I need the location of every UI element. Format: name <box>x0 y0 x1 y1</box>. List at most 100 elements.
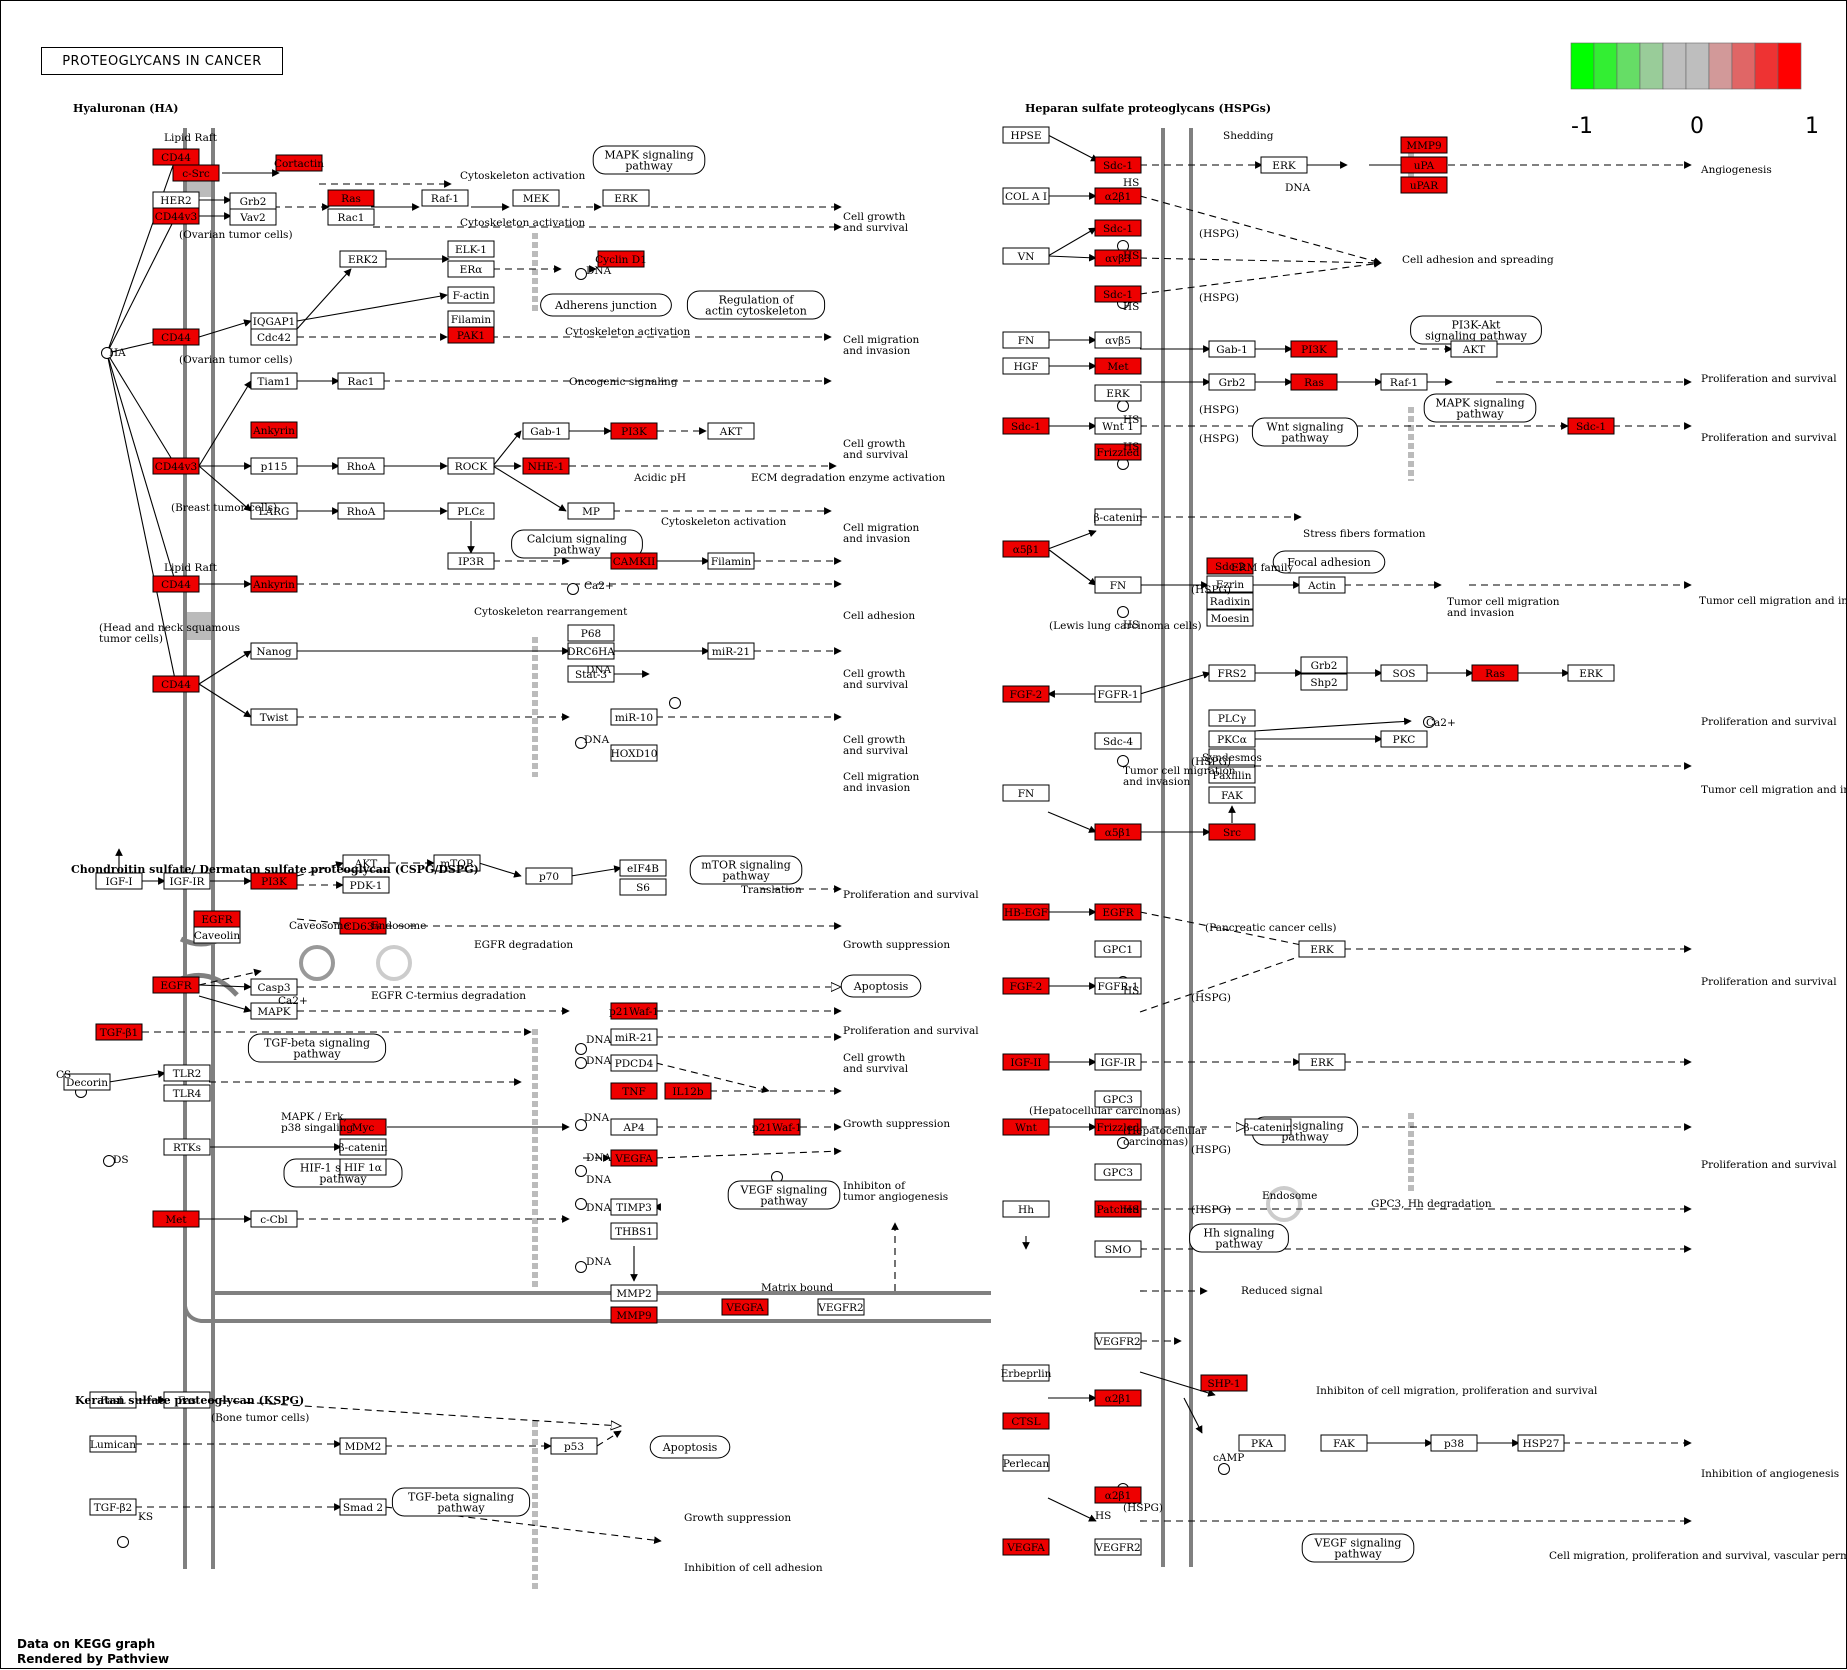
gene-node[interactable]: FN <box>1002 784 1050 802</box>
gene-node[interactable]: FGF-2 <box>1002 977 1050 995</box>
gene-node[interactable]: eIF4B <box>619 859 667 877</box>
gene-node[interactable]: P68 <box>567 624 615 642</box>
gene-node[interactable]: HOXD10 <box>610 744 658 762</box>
gene-node[interactable]: IL12b <box>664 1082 712 1100</box>
gene-node[interactable]: VEGFR2 <box>1094 1538 1142 1556</box>
pathway-link[interactable]: Focal adhesion <box>1272 550 1386 574</box>
gene-node[interactable]: PI3K <box>250 872 298 890</box>
gene-node[interactable]: Met <box>152 1210 200 1228</box>
gene-node[interactable]: Sdc-1 <box>1094 285 1142 303</box>
gene-node[interactable]: ERK <box>1298 940 1346 958</box>
gene-node[interactable]: TGF-β1 <box>95 1023 143 1041</box>
gene-node[interactable]: p70 <box>525 867 573 885</box>
gene-node[interactable]: Ras <box>327 189 375 207</box>
gene-node[interactable]: p38 <box>1430 1434 1478 1452</box>
gene-node[interactable]: Raf-1 <box>1380 373 1428 391</box>
gene-node[interactable]: PAK1 <box>447 326 495 344</box>
gene-node[interactable]: ELK-1 <box>447 240 495 258</box>
gene-node[interactable]: Gab-1 <box>522 422 570 440</box>
gene-node[interactable]: p21Waf-1 <box>609 1002 659 1020</box>
gene-node[interactable]: TLR2 <box>163 1064 211 1082</box>
gene-node[interactable]: β-catenin <box>1243 1118 1293 1136</box>
gene-node[interactable]: MMP9 <box>610 1306 658 1324</box>
gene-node[interactable]: VN <box>1002 247 1050 265</box>
gene-node[interactable]: Cortactin <box>274 154 324 172</box>
gene-node[interactable]: Syndesmos <box>1202 748 1262 766</box>
gene-node[interactable]: Cdc42 <box>250 328 298 346</box>
gene-node[interactable]: EGFR <box>1094 903 1142 921</box>
gene-node[interactable]: HIF 1α <box>339 1158 387 1176</box>
gene-node[interactable]: Ezrin <box>1206 575 1254 593</box>
gene-node[interactable]: ROCK <box>447 457 495 475</box>
gene-node[interactable]: FAK <box>1320 1434 1368 1452</box>
gene-node[interactable]: Patched <box>1094 1200 1142 1218</box>
gene-node[interactable]: FN <box>1094 576 1142 594</box>
gene-node[interactable]: GPC1 <box>1094 940 1142 958</box>
gene-node[interactable]: Ankyrin <box>250 575 298 593</box>
gene-node[interactable]: Twist <box>250 708 298 726</box>
gene-node[interactable]: uPA <box>1400 156 1448 174</box>
gene-node[interactable]: ERK <box>1298 1053 1346 1071</box>
gene-node[interactable]: Rac1 <box>337 372 385 390</box>
gene-node[interactable]: MAPK <box>250 1002 298 1020</box>
gene-node[interactable]: PKA <box>1238 1434 1286 1452</box>
gene-node[interactable]: p21Waf-1 <box>752 1118 802 1136</box>
gene-node[interactable]: LARG <box>250 502 298 520</box>
gene-node[interactable]: uPAR <box>1400 176 1448 194</box>
gene-node[interactable]: Fas <box>163 1391 211 1409</box>
gene-node[interactable]: Gab-1 <box>1208 340 1256 358</box>
gene-node[interactable]: Grb2 <box>1300 656 1348 674</box>
gene-node[interactable]: RhoA <box>337 502 385 520</box>
gene-node[interactable]: ERK <box>1567 664 1615 682</box>
gene-node[interactable]: Src <box>1208 823 1256 841</box>
gene-node[interactable]: α5β1 <box>1094 823 1142 841</box>
gene-node[interactable]: MDM2 <box>339 1437 387 1455</box>
gene-node[interactable]: ERα <box>447 260 495 278</box>
pathway-link[interactable]: Adherens junction <box>540 293 672 317</box>
gene-node[interactable]: FGFR-1 <box>1094 977 1142 995</box>
gene-node[interactable]: Filamin <box>447 310 495 328</box>
gene-node[interactable]: Raf-1 <box>421 189 469 207</box>
gene-node[interactable]: SHP-1 <box>1200 1374 1248 1392</box>
gene-node[interactable]: CD44 <box>152 148 200 166</box>
gene-node[interactable]: PLCε <box>447 502 495 520</box>
gene-node[interactable]: Filamin <box>707 552 755 570</box>
gene-node[interactable]: S6 <box>619 878 667 896</box>
gene-node[interactable]: FGFR-1 <box>1094 685 1142 703</box>
gene-node[interactable]: miR-21 <box>707 642 755 660</box>
gene-node[interactable]: Actin <box>1298 576 1346 594</box>
gene-node[interactable]: Rac1 <box>327 208 375 226</box>
gene-node[interactable]: MEK <box>512 189 560 207</box>
gene-node[interactable]: Perlecan <box>1002 1454 1050 1472</box>
gene-node[interactable]: Met <box>1094 357 1142 375</box>
gene-node[interactable]: Grb2 <box>1208 373 1256 391</box>
gene-node[interactable]: Ras <box>1471 664 1519 682</box>
gene-node[interactable]: SMO <box>1094 1240 1142 1258</box>
gene-node[interactable]: PDK-1 <box>342 876 390 894</box>
gene-node[interactable]: COL A I <box>1002 187 1050 205</box>
gene-node[interactable]: AKT <box>707 422 755 440</box>
gene-node[interactable]: Frizzled <box>1094 1118 1142 1136</box>
gene-node[interactable]: Sdc-1 <box>1094 219 1142 237</box>
gene-node[interactable]: αvβ5 <box>1094 331 1142 349</box>
gene-node[interactable]: AKT <box>342 854 390 872</box>
gene-node[interactable]: THBS1 <box>610 1222 658 1240</box>
gene-node[interactable]: VEGFR2 <box>1094 1332 1142 1350</box>
gene-node[interactable]: IGF-I <box>95 872 143 890</box>
gene-node[interactable]: c-Src <box>172 164 220 182</box>
gene-node[interactable]: CAMKII <box>610 552 658 570</box>
gene-node[interactable]: HSP27 <box>1517 1434 1565 1452</box>
gene-node[interactable]: IQGAP1 <box>250 312 298 330</box>
gene-node[interactable]: CD44 <box>152 575 200 593</box>
gene-node[interactable]: RTKs <box>163 1138 211 1156</box>
gene-node[interactable]: AKT <box>1450 340 1498 358</box>
gene-node[interactable]: Sdc-2 <box>1206 557 1254 575</box>
gene-node[interactable]: RhoA <box>337 457 385 475</box>
